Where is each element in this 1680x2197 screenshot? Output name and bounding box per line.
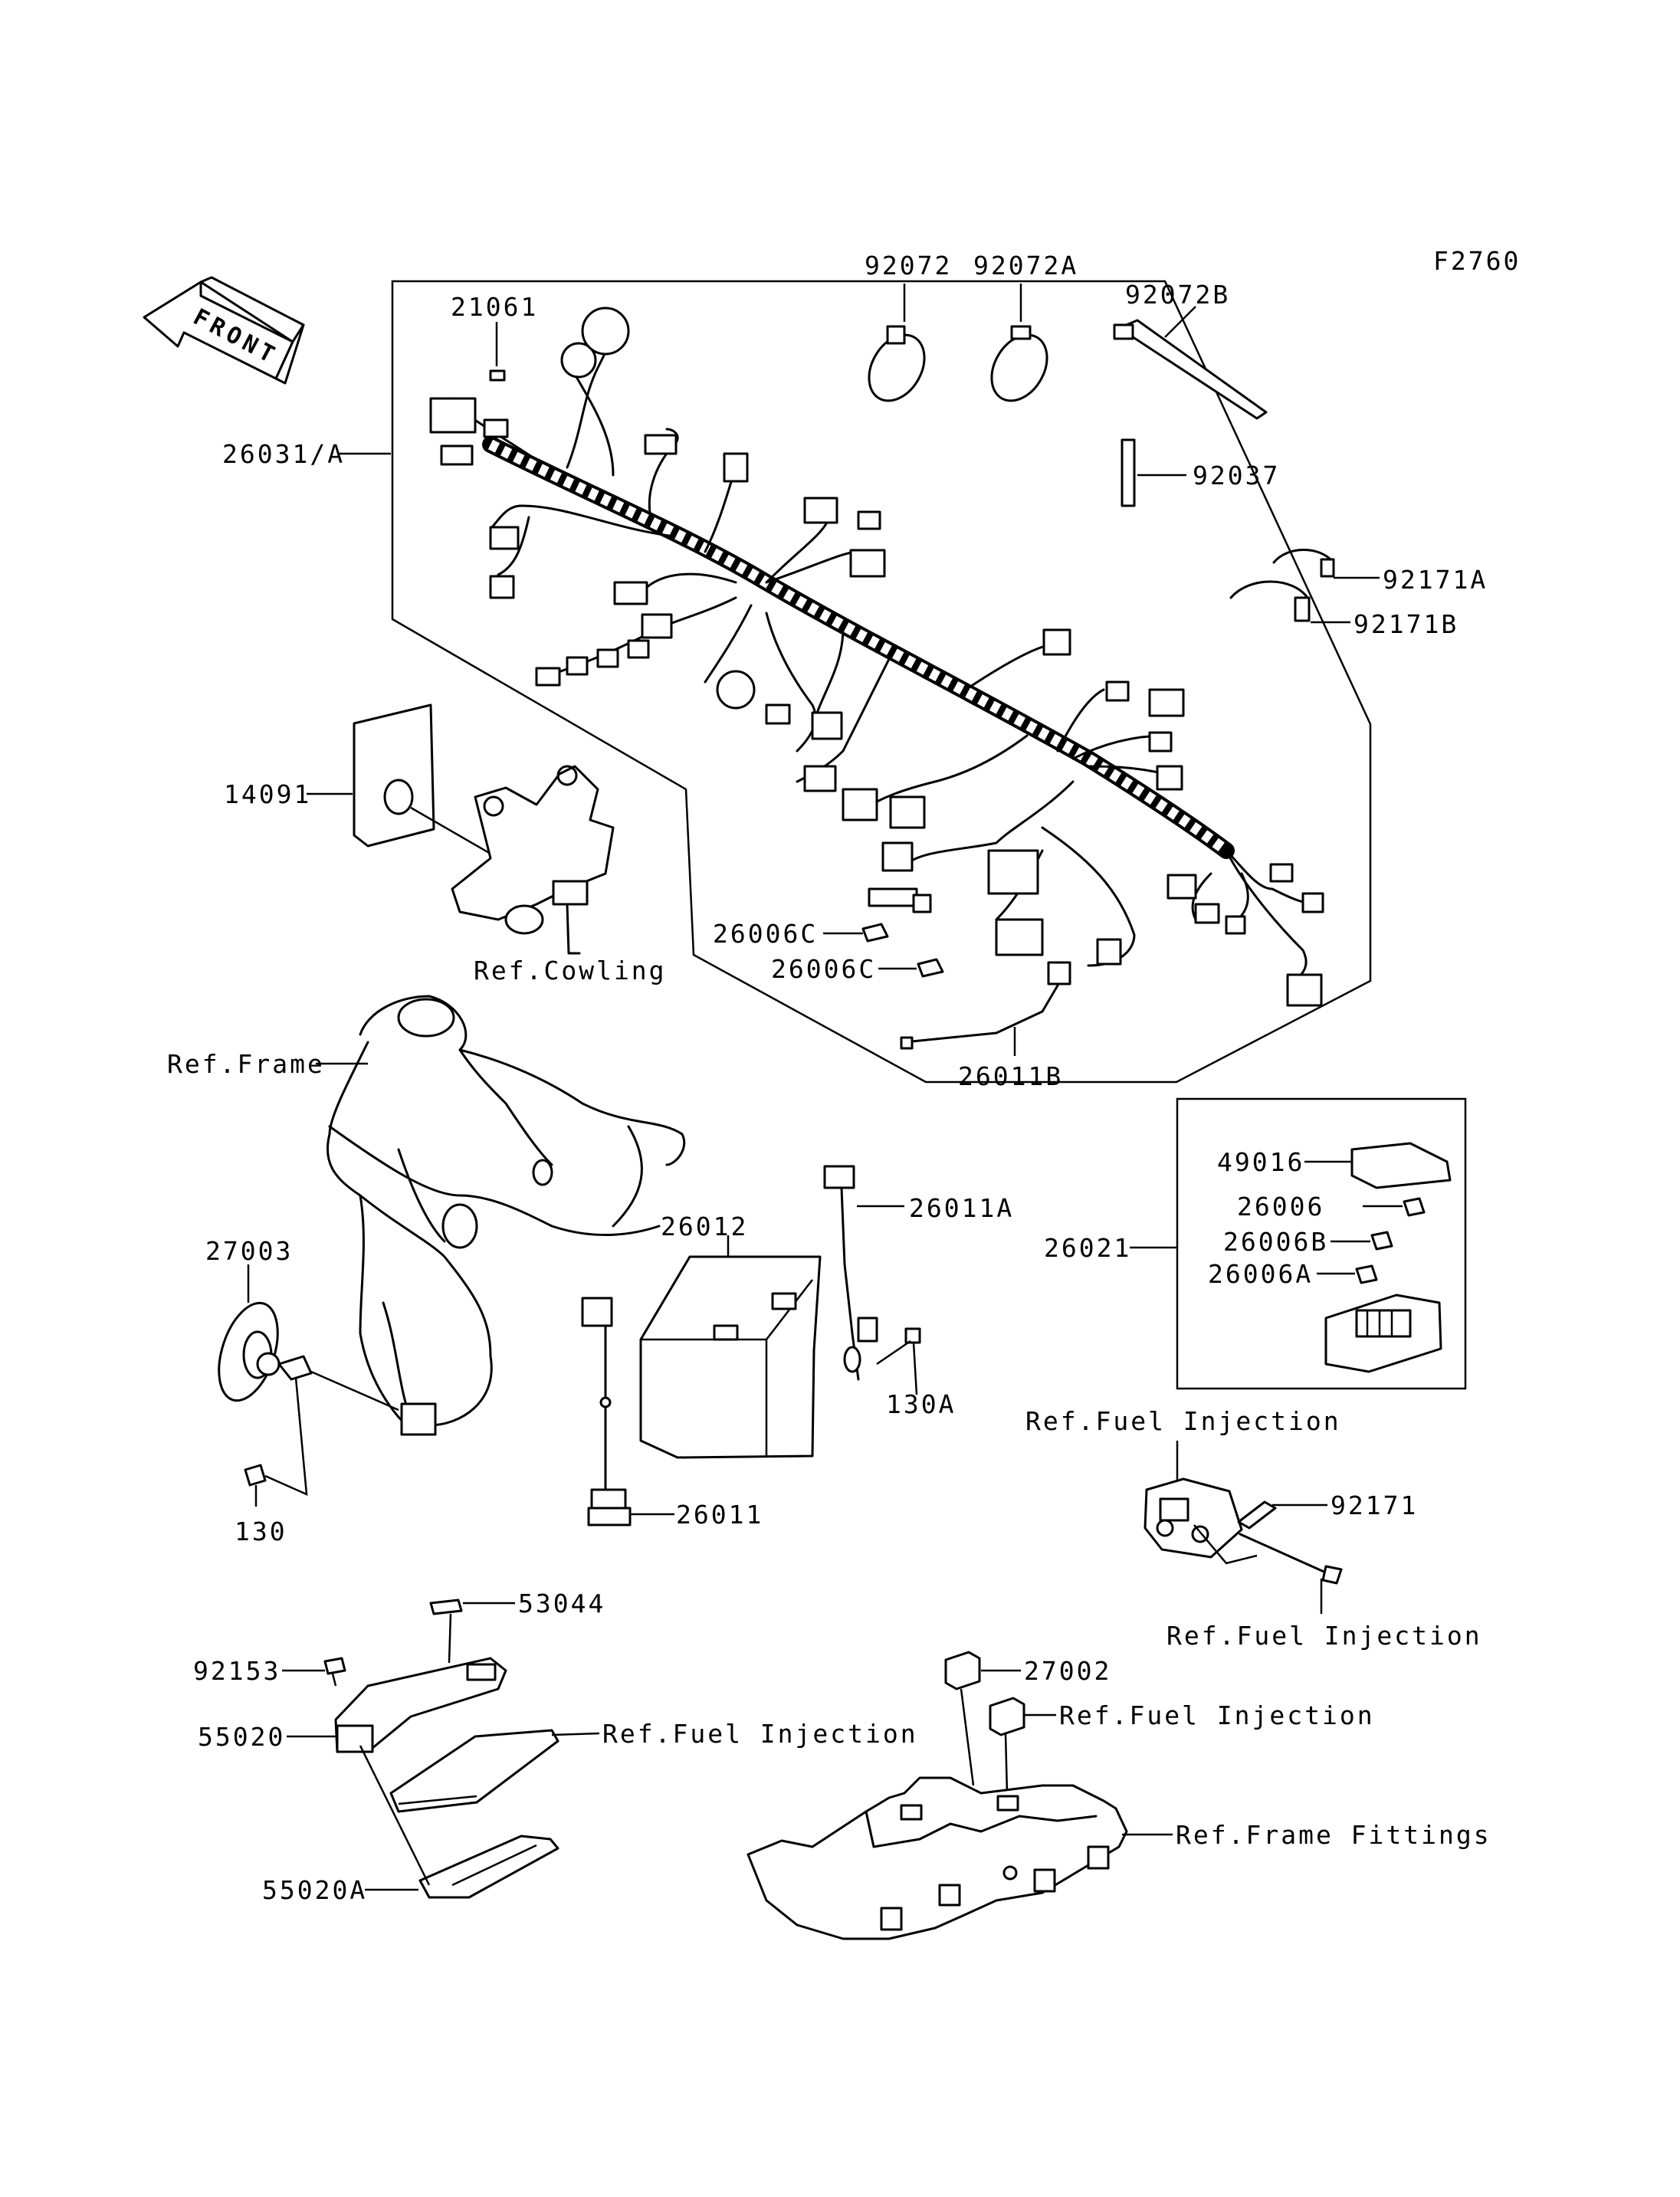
part-26006b: 26006B — [1223, 1227, 1393, 1257]
label-26012: 26012 — [661, 1212, 748, 1241]
label-ref-fuel-injection-1: Ref.Fuel Injection — [1025, 1406, 1341, 1436]
part-26006c-2: 26006C — [771, 954, 944, 984]
label-26006b: 26006B — [1223, 1227, 1328, 1257]
part-92171b: 92171B — [1229, 580, 1459, 639]
label-ref-frame: Ref.Frame — [167, 1049, 325, 1079]
relay-2: Ref.Fuel Injection — [989, 1697, 1375, 1736]
label-27003: 27003 — [205, 1236, 293, 1266]
fuse-box — [1324, 1294, 1442, 1373]
part-26011a: 26011A — [823, 1165, 1014, 1381]
part-53044: 53044 — [429, 1589, 605, 1664]
part-92171: 92171 — [1237, 1490, 1418, 1530]
label-26006c-2: 26006C — [771, 954, 876, 984]
label-55020: 55020 — [198, 1722, 285, 1752]
part-26006a: 26006A — [1208, 1259, 1378, 1289]
label-49016: 49016 — [1217, 1147, 1304, 1177]
label-92072b: 92072B — [1125, 280, 1230, 310]
label-92171: 92171 — [1331, 1490, 1418, 1520]
part-92072: 92072 — [865, 251, 952, 402]
front-arrow-icon: FRONT — [143, 276, 305, 385]
fuel-injection-bolt — [1239, 1533, 1343, 1614]
label-26031a: 26031/A — [222, 439, 345, 469]
label-92037: 92037 — [1193, 461, 1280, 490]
part-14091: 14091 — [224, 703, 491, 855]
part-55020: 55020 — [198, 1657, 507, 1753]
part-92037: 92037 — [1121, 438, 1280, 507]
label-53044: 53044 — [518, 1589, 605, 1618]
part-49016: 49016 — [1217, 1142, 1452, 1189]
part-21061: 21061 — [451, 292, 538, 382]
label-130: 130 — [235, 1517, 287, 1546]
fuse-box-group-outline — [1176, 1097, 1467, 1390]
label-ref-fuel-injection-4: Ref.Fuel Injection — [1059, 1700, 1375, 1730]
part-26006: 26006 — [1237, 1192, 1426, 1221]
label-92171a: 92171A — [1383, 565, 1488, 595]
part-130: 130 — [235, 1377, 308, 1546]
harness-group-outline — [391, 280, 1372, 1084]
ecu-bracket: Ref.Fuel Injection — [389, 1719, 918, 1813]
label-26011b: 26011B — [958, 1061, 1063, 1091]
cowling-bracket: Ref.Cowling — [451, 765, 667, 985]
frame-fittings-tray: Ref.Frame Fittings — [746, 1688, 1491, 1940]
part-27002: 27002 — [944, 1651, 1111, 1690]
part-26006c-1: 26006C — [713, 919, 889, 949]
label-ref-fuel-injection-2: Ref.Fuel Injection — [1166, 1621, 1482, 1651]
part-92153: 92153 — [193, 1656, 346, 1687]
label-130a: 130A — [886, 1389, 956, 1419]
part-92171a: 92171A — [1272, 549, 1488, 595]
part-26011: 26011 — [581, 1297, 763, 1530]
label-ref-fuel-injection-3: Ref.Fuel Injection — [602, 1719, 918, 1749]
label-55020a: 55020A — [262, 1875, 367, 1905]
fuel-injection-sensor — [1144, 1441, 1258, 1565]
label-ref-frame-fittings: Ref.Frame Fittings — [1176, 1820, 1491, 1850]
part-27003-horn: 27003 — [205, 1236, 399, 1412]
label-92072: 92072 — [865, 251, 952, 280]
part-26011b: 26011B — [900, 961, 1071, 1091]
figure-id: F2760 — [1433, 246, 1521, 276]
part-92072a: 92072A — [973, 251, 1078, 402]
label-21061: 21061 — [451, 292, 538, 322]
label-92072a: 92072A — [973, 251, 1078, 280]
part-26012-battery: 26012 — [639, 1212, 822, 1459]
label-26006a: 26006A — [1208, 1259, 1313, 1289]
label-27002: 27002 — [1024, 1656, 1111, 1686]
label-26006c-1: 26006C — [713, 919, 818, 949]
label-14091: 14091 — [224, 779, 311, 809]
frame-section: Ref.Frame — [167, 995, 685, 1436]
label-ref-cowling: Ref.Cowling — [474, 956, 667, 985]
label-26006: 26006 — [1237, 1192, 1324, 1221]
label-92171b: 92171B — [1354, 609, 1459, 639]
label-26021: 26021 — [1044, 1233, 1131, 1263]
part-130a: 130A — [876, 1327, 956, 1419]
part-92072b: 92072B — [1113, 280, 1268, 420]
label-26011: 26011 — [676, 1500, 763, 1530]
label-26011a: 26011A — [909, 1193, 1014, 1223]
part-55020a: 55020A — [262, 1745, 559, 1905]
label-92153: 92153 — [193, 1656, 281, 1686]
harness-connectors — [429, 307, 1324, 1007]
